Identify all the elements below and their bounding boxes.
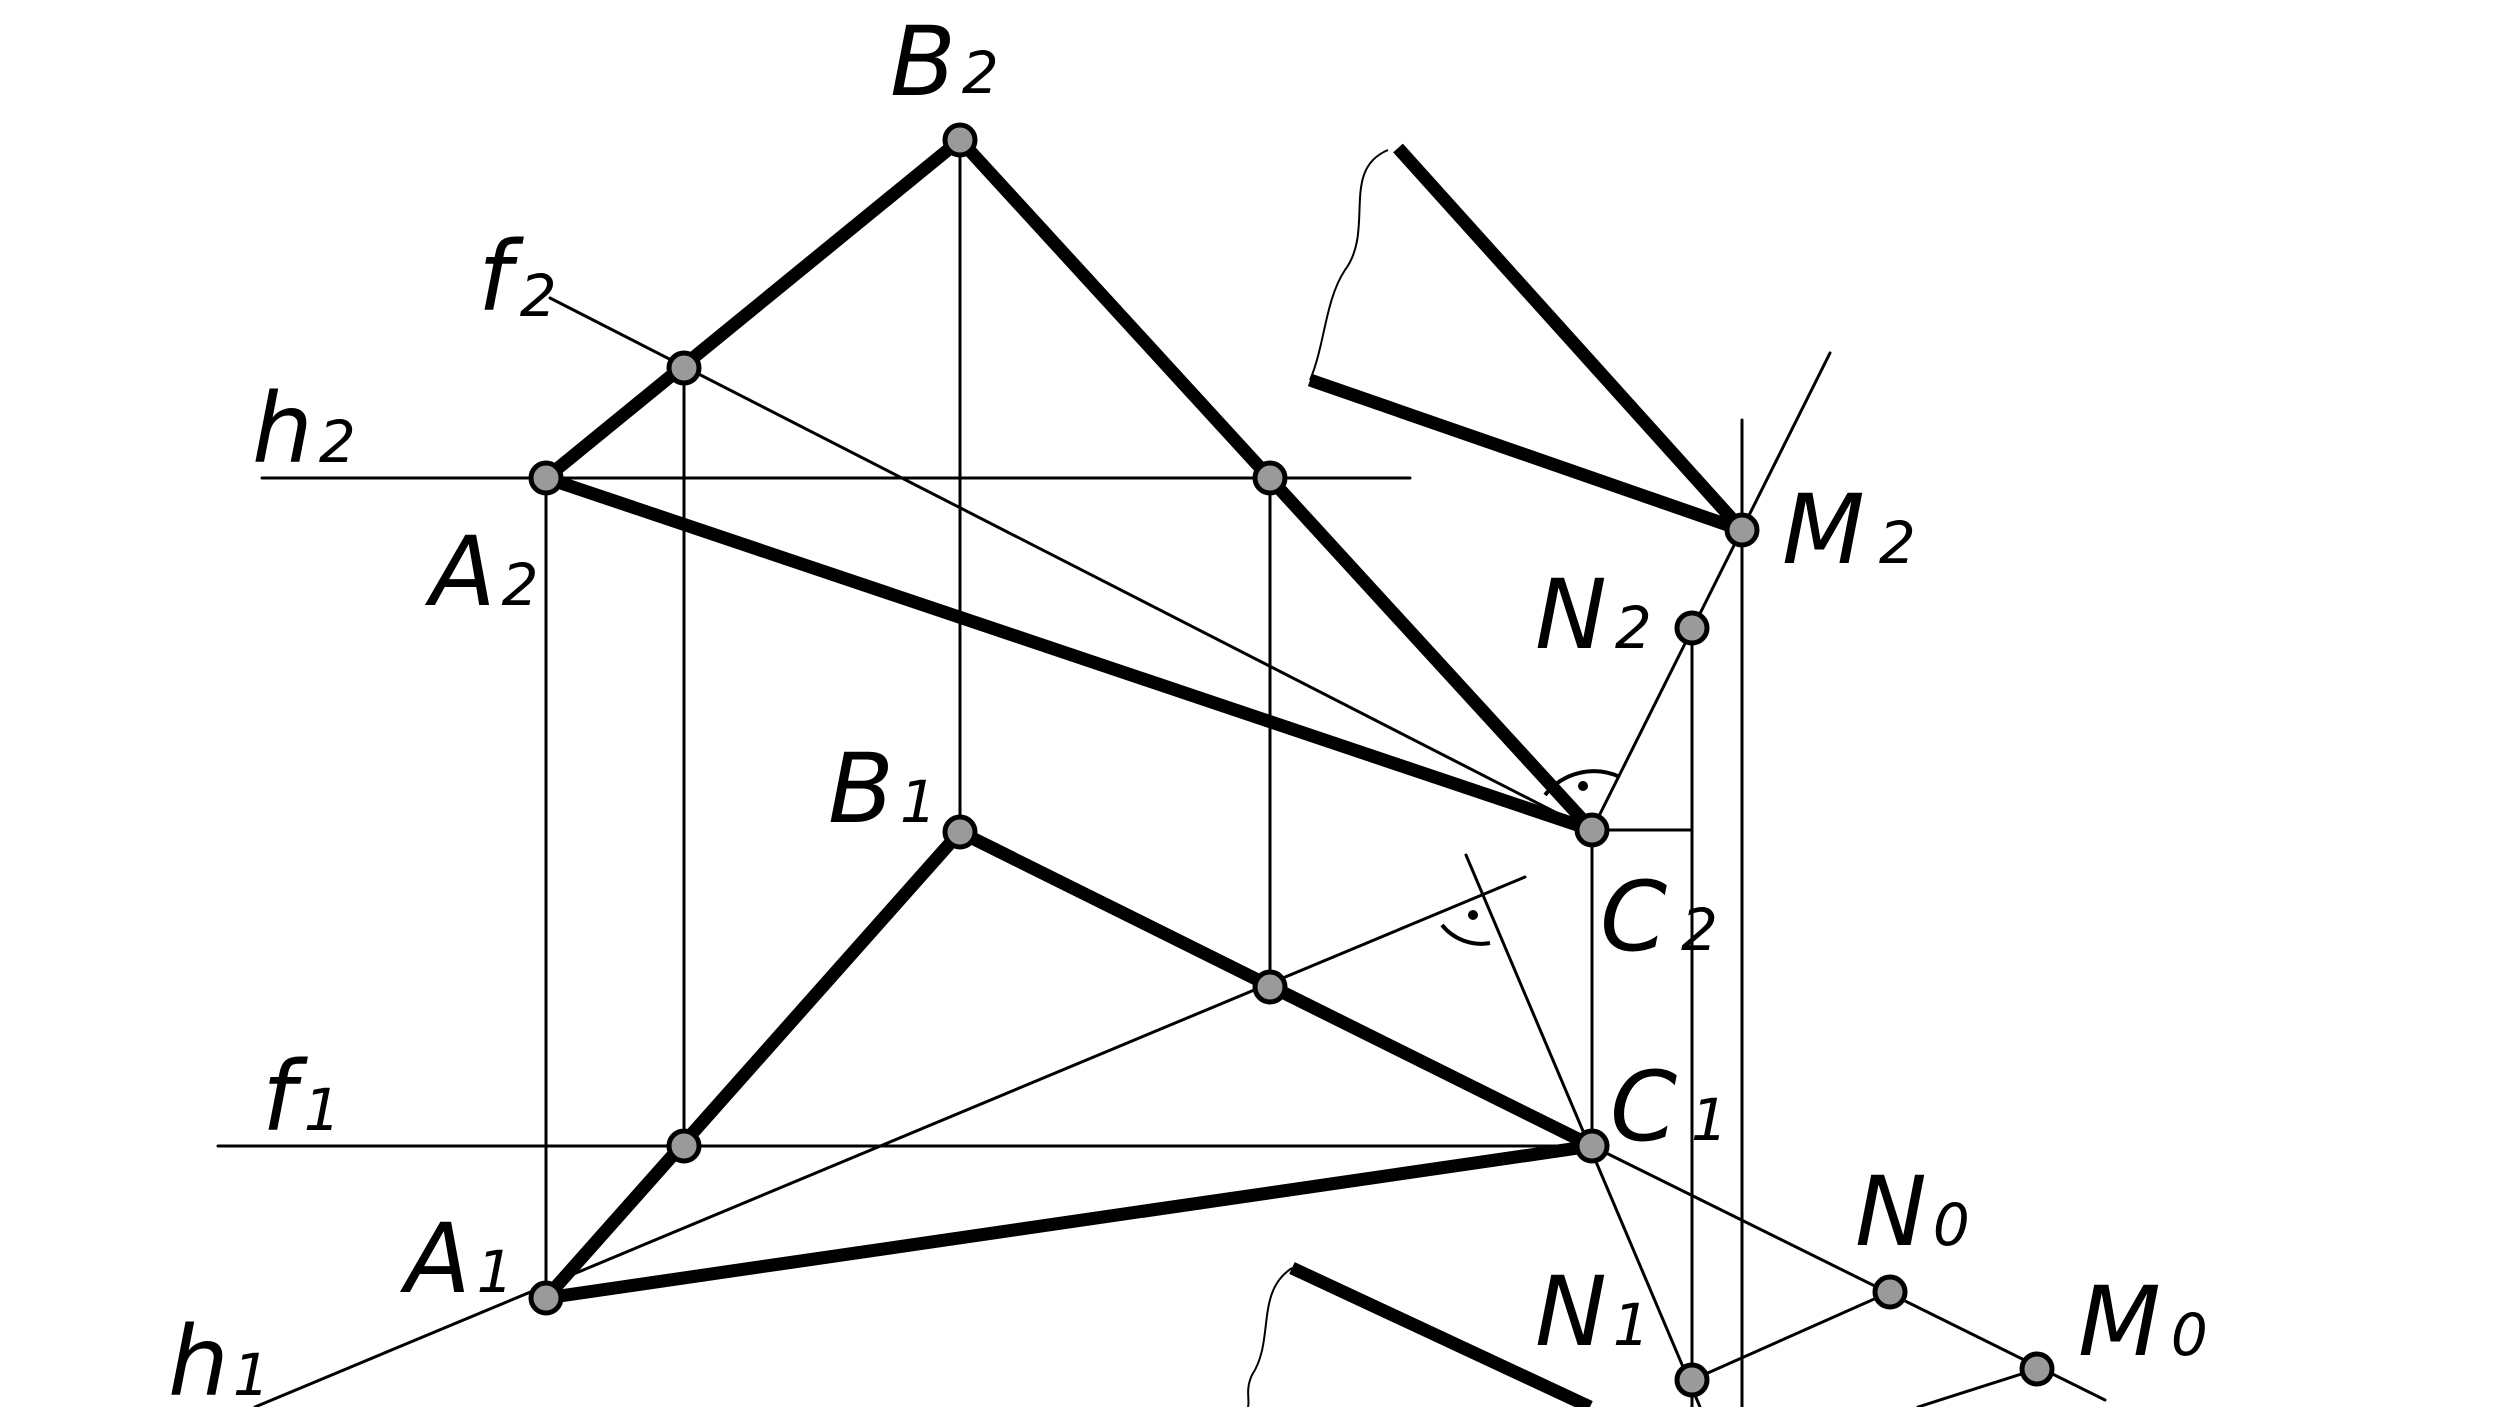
point-b1: [942, 814, 978, 850]
break-lines: [1247, 149, 1389, 1407]
point-n2: [1674, 610, 1710, 646]
label-h1: h1: [168, 1306, 270, 1407]
points: [528, 122, 2055, 1398]
point-n0: [1872, 1274, 1908, 1310]
point-c1: [1574, 1128, 1610, 1164]
right-angle-arc-c1: [1440, 923, 1491, 946]
point-m2: [1724, 512, 1760, 548]
point-c2: [1574, 812, 1610, 848]
plane-edge-lower: [1289, 1262, 1593, 1407]
point-m0: [2019, 1351, 2055, 1387]
line-f2: [548, 296, 1592, 832]
break-line-top: [1309, 149, 1389, 381]
triangle-abc-top: [541, 825, 1599, 1305]
line-c1-m0: [1590, 1144, 2107, 1402]
right-angle-dot-c1: [1468, 910, 1478, 920]
point-h1-bc: [1252, 969, 1288, 1005]
right-angle-marks: [1440, 769, 1621, 946]
break-line-bottom: [1247, 1267, 1293, 1407]
triangle-abc-front: [541, 133, 1599, 837]
right-angle-dot-c2: [1578, 781, 1588, 791]
plane-edge-upper-a: [1393, 143, 1747, 535]
point-a2: [528, 460, 564, 496]
point-h2-bc: [1252, 460, 1288, 496]
plane-edge-upper-b: [1307, 373, 1745, 537]
right-angle-arc-c2: [1543, 769, 1621, 797]
point-n1: [1674, 1362, 1710, 1398]
point-a1: [528, 1280, 564, 1316]
point-f2-ab: [666, 350, 702, 386]
point-f1-ab: [666, 1128, 702, 1164]
line-m0-down: [1916, 1367, 2039, 1407]
triangle-edges: [541, 133, 1747, 1407]
point-b2: [942, 122, 978, 158]
line-n0-n1: [1690, 1290, 1892, 1382]
line-h1: [253, 875, 1527, 1407]
perpendicular-c2-m2: [1590, 351, 1832, 832]
